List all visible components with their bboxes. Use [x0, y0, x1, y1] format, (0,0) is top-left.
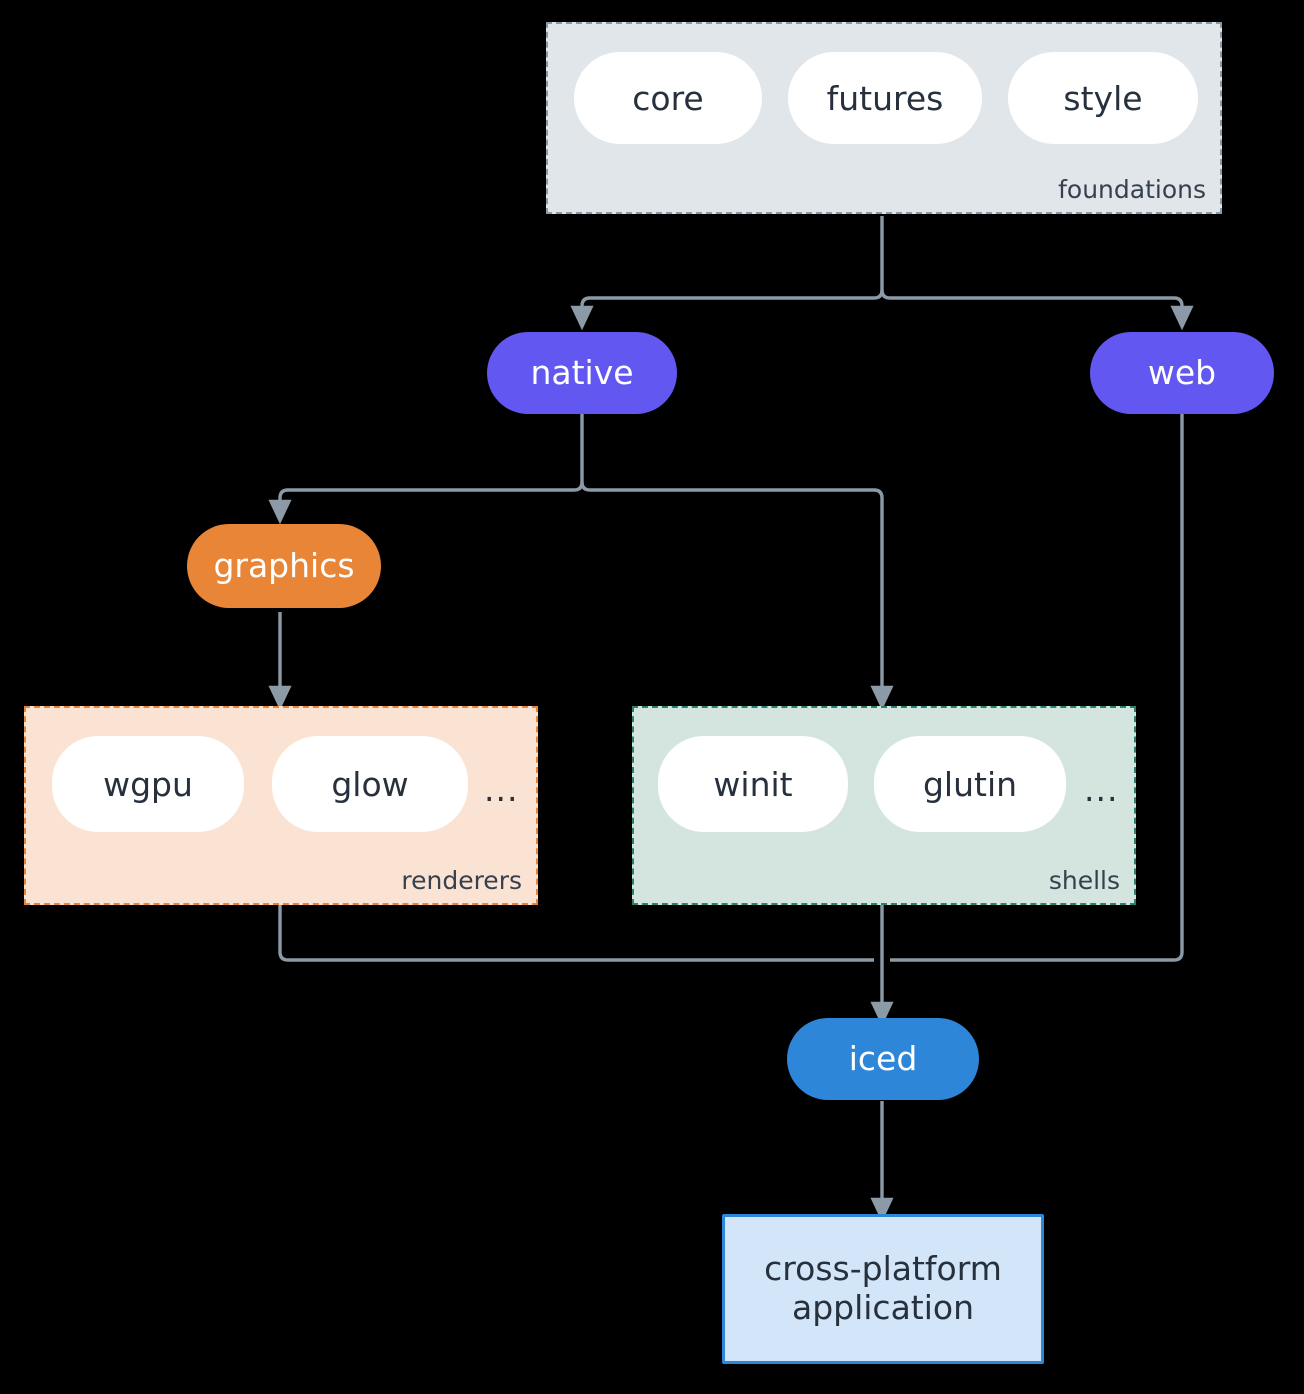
group-shells: winit glutin ... shells	[632, 706, 1136, 905]
foundations-item-futures[interactable]: futures	[788, 52, 982, 144]
group-label-shells: shells	[1048, 866, 1120, 895]
node-web[interactable]: web	[1090, 332, 1274, 414]
application-label-line1: cross-platform	[764, 1249, 1002, 1289]
foundations-item-style[interactable]: style	[1008, 52, 1198, 144]
renderers-item-label: glow	[331, 764, 409, 804]
group-renderers: wgpu glow ... renderers	[24, 706, 538, 905]
node-application[interactable]: cross-platform application	[722, 1214, 1044, 1364]
node-label-iced: iced	[848, 1038, 918, 1078]
renderers-item-wgpu[interactable]: wgpu	[52, 736, 244, 832]
node-graphics[interactable]: graphics	[187, 524, 381, 608]
foundations-item-core[interactable]: core	[574, 52, 762, 144]
foundations-item-label: core	[632, 78, 704, 118]
application-label-line2: application	[791, 1288, 975, 1327]
renderers-item-label: wgpu	[103, 764, 193, 804]
edge-foundations-to-platforms	[570, 216, 1194, 331]
shells-item-label: glutin	[922, 764, 1018, 804]
shells-more-ellipsis: ...	[1084, 770, 1119, 809]
group-label-renderers: renderers	[401, 866, 522, 895]
foundations-item-label: style	[1063, 78, 1143, 118]
shells-item-label: winit	[713, 764, 793, 804]
node-native[interactable]: native	[487, 332, 677, 414]
group-foundations: core futures style foundations	[546, 22, 1222, 214]
renderers-more-ellipsis: ...	[484, 770, 519, 809]
foundations-item-label: futures	[826, 78, 944, 118]
edge-converge-to-iced	[278, 412, 1184, 1027]
renderers-item-glow[interactable]: glow	[272, 736, 468, 832]
node-label-web: web	[1147, 352, 1217, 392]
node-label-graphics: graphics	[213, 545, 355, 585]
group-label-foundations: foundations	[1058, 175, 1206, 204]
node-iced[interactable]: iced	[787, 1018, 979, 1100]
shells-item-winit[interactable]: winit	[658, 736, 848, 832]
edge-native-to-children	[268, 412, 894, 711]
shells-item-glutin[interactable]: glutin	[874, 736, 1066, 832]
node-label-native: native	[530, 352, 634, 392]
